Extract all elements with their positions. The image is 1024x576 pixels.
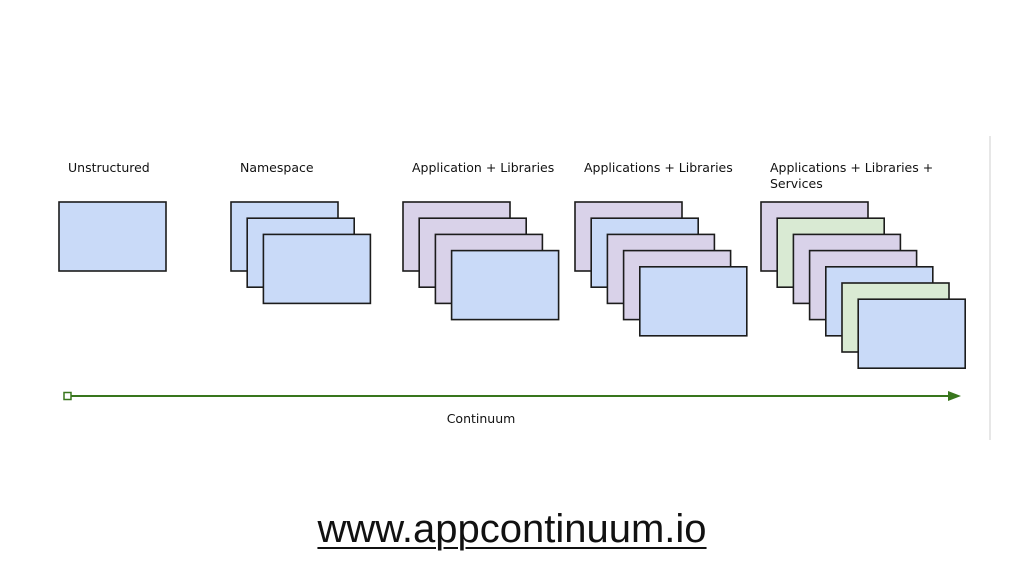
axis-start-marker bbox=[63, 391, 72, 401]
continuum-diagram: Unstructured Namespace Application + Libra… bbox=[58, 136, 991, 440]
stack-card-blue bbox=[450, 249, 560, 321]
stack-card-blue bbox=[638, 265, 748, 337]
column-group: Application + Libraries bbox=[402, 160, 560, 321]
column-title: Unstructured bbox=[68, 160, 150, 175]
column-group: Unstructured bbox=[58, 160, 167, 272]
column-title: Applications + Libraries bbox=[584, 160, 733, 175]
stack-card-blue bbox=[58, 201, 167, 272]
stack-card-blue bbox=[857, 298, 967, 370]
column-title: Applications + Libraries +Services bbox=[770, 160, 933, 191]
column-group: Namespace bbox=[230, 160, 372, 305]
stack-card-blue bbox=[262, 233, 372, 305]
column-group: Applications + Libraries +Services bbox=[760, 160, 967, 370]
footer-url-link[interactable]: www.appcontinuum.io bbox=[317, 507, 707, 551]
column-title: Namespace bbox=[240, 160, 314, 175]
column-group: Applications + Libraries bbox=[574, 160, 748, 337]
column-title: Application + Libraries bbox=[412, 160, 554, 175]
axis-label: Continuum bbox=[447, 411, 516, 426]
axis-arrowhead-icon bbox=[948, 391, 961, 401]
